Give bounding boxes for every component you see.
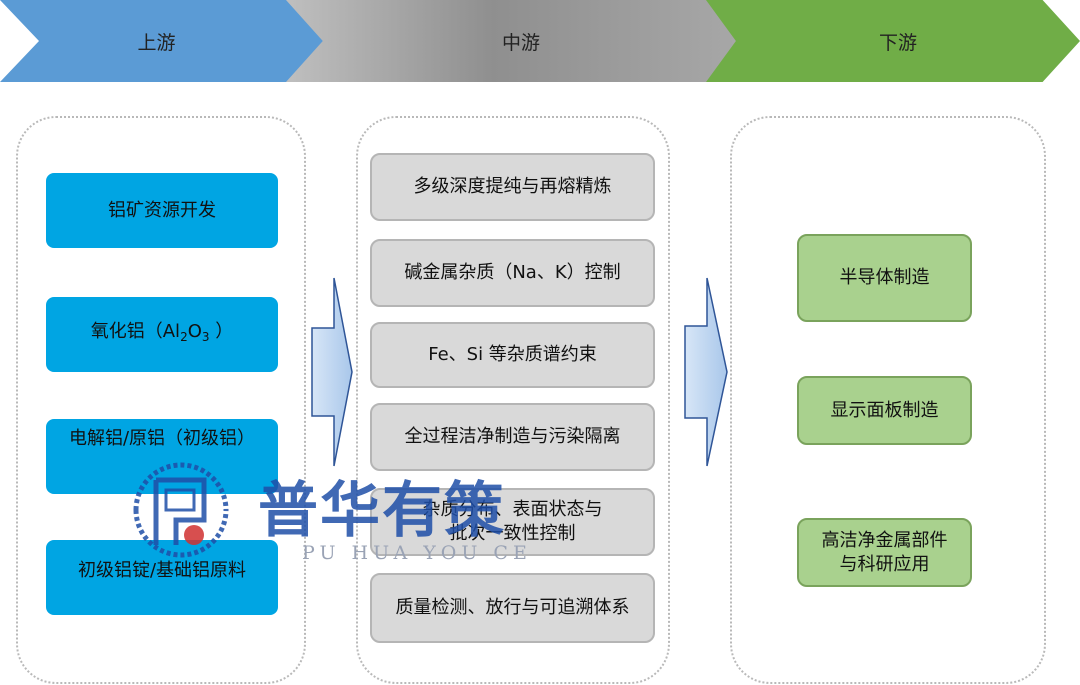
midstream-box-2-label: 碱金属杂质（Na、K）控制 <box>404 262 621 283</box>
midstream-box-4-label: 全过程洁净制造与污染隔离 <box>404 426 621 447</box>
upstream-box-1-label: 铝矿资源开发 <box>108 199 216 221</box>
downstream-box-2-label: 显示面板制造 <box>830 399 939 421</box>
midstream-header: 中游 <box>286 0 746 82</box>
midstream-header-label: 中游 <box>501 31 540 54</box>
midstream-box-2: 碱金属杂质（Na、K）控制 <box>370 239 655 307</box>
downstream-box-1-label: 半导体制造 <box>839 267 930 288</box>
downstream-box-3: 高洁净金属部件与科研应用 <box>797 518 972 587</box>
watermark-latin: PU HUA YOU CE <box>302 542 532 564</box>
midstream-box-5-label: 杂质分布、表面状态与批次一致性控制 <box>422 499 603 544</box>
flow-arrow-right-icon <box>311 277 353 467</box>
midstream-box-5: 杂质分布、表面状态与批次一致性控制 <box>370 488 655 556</box>
upstream-box-2-label: 氧化铝（Al2O3 ） <box>90 321 234 344</box>
midstream-box-3: Fe、Si 等杂质谱约束 <box>370 322 655 388</box>
upstream-box-3-label: 电解铝/原铝（初级铝） <box>68 427 256 449</box>
midstream-box-6: 质量检测、放行与可追溯体系 <box>370 573 655 643</box>
upstream-box-1: 铝矿资源开发 <box>46 173 278 248</box>
downstream-box-2: 显示面板制造 <box>797 376 972 445</box>
midstream-box-1-label: 多级深度提纯与再熔精炼 <box>413 176 612 197</box>
upstream-box-2: 氧化铝（Al2O3 ） <box>46 297 278 372</box>
midstream-box-3-label: Fe、Si 等杂质谱约束 <box>428 344 597 365</box>
flow-arrow-right-icon-2 <box>684 277 728 467</box>
downstream-box-1: 半导体制造 <box>797 234 972 322</box>
watermark-brand: 普华有策 <box>258 476 506 546</box>
watermark-logo-icon <box>133 462 229 558</box>
upstream-box-4-label: 初级铝锭/基础铝原料 <box>77 559 247 581</box>
midstream-box-6-label: 质量检测、放行与可追溯体系 <box>395 597 630 618</box>
midstream-column <box>356 116 670 684</box>
midstream-box-4: 全过程洁净制造与污染隔离 <box>370 403 655 471</box>
downstream-box-3-label: 高洁净金属部件与科研应用 <box>821 529 948 575</box>
upstream-column <box>16 116 306 684</box>
downstream-column <box>730 116 1046 684</box>
midstream-box-1: 多级深度提纯与再熔精炼 <box>370 153 655 221</box>
downstream-header-label: 下游 <box>878 31 917 54</box>
upstream-header-label: 上游 <box>137 31 176 54</box>
upstream-header: 上游 <box>0 0 325 82</box>
downstream-header: 下游 <box>706 0 1080 82</box>
